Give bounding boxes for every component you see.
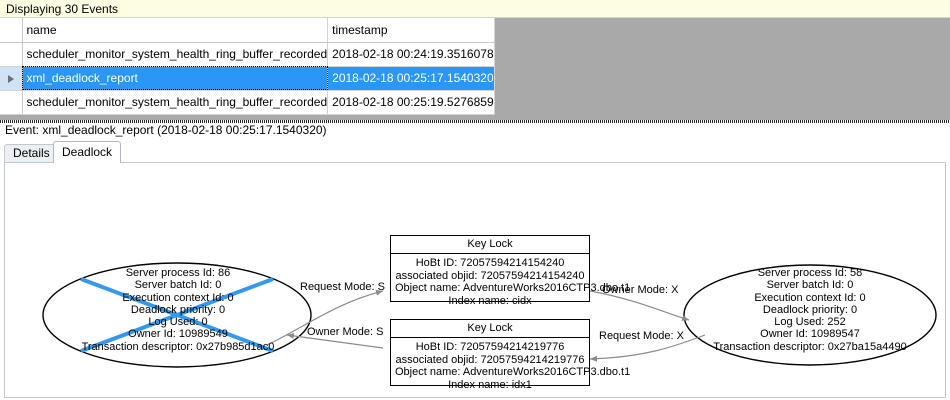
table-row[interactable]: scheduler_monitor_system_health_ring_buf… <box>0 42 495 67</box>
key-lock-top-line-1: associated objid: 72057594214154240 <box>395 269 585 282</box>
key-lock-bottom-body: HoBt ID: 72057594214219776 associated ob… <box>391 338 631 395</box>
events-count-banner: Displaying 30 Events <box>0 0 950 18</box>
tab-details[interactable]: Details <box>4 144 59 163</box>
process-node-right-shape[interactable] <box>683 264 937 366</box>
tab-deadlock[interactable]: Deadlock <box>53 141 122 163</box>
events-count-label: Displaying 30 Events <box>6 1 119 16</box>
key-lock-bottom-line-2: Object name: AdventureWorks2016CTP3.dbo.… <box>395 366 631 379</box>
column-header-name[interactable]: name <box>22 18 329 43</box>
table-header-row: name timestamp <box>0 18 495 43</box>
key-lock-bottom-line-0: HoBt ID: 72057594214219776 <box>415 341 565 353</box>
event-caption: Event: xml_deadlock_report (2018-02-18 0… <box>5 123 327 137</box>
key-lock-top-body: HoBt ID: 72057594214154240 associated ob… <box>391 254 631 311</box>
edge-label-right-request-bottom: Request Mode: X <box>599 330 684 342</box>
key-lock-top-line-2: Object name: AdventureWorks2016CTP3.dbo.… <box>395 282 631 295</box>
cell-name[interactable]: xml_deadlock_report <box>22 66 329 91</box>
row-arrow-icon <box>7 74 14 83</box>
column-header-timestamp[interactable]: timestamp <box>327 18 495 43</box>
row-selector-cell[interactable] <box>0 90 23 115</box>
key-lock-top-title: Key Lock <box>391 236 589 254</box>
edge-label-top-owner-right: Owner Mode: X <box>602 284 679 296</box>
deadlock-graph-canvas: Server process Id: 86 Server batch Id: 0… <box>5 163 945 397</box>
key-lock-bottom-title: Key Lock <box>391 320 589 338</box>
cell-name[interactable]: scheduler_monitor_system_health_ring_buf… <box>22 42 329 67</box>
edge-label-left-request-top: Request Mode: S <box>300 281 385 293</box>
deadlock-graph-panel[interactable]: Server process Id: 86 Server batch Id: 0… <box>4 162 946 398</box>
events-table: name timestamp scheduler_monitor_system_… <box>0 18 495 115</box>
edge-label-bottom-owner-left: Owner Mode: S <box>307 326 384 338</box>
edge-right-request-bottom-line <box>589 334 706 362</box>
cell-timestamp[interactable]: 2018-02-18 00:24:19.3516078 <box>327 42 495 67</box>
column-header-selector <box>0 18 23 43</box>
edge-left-request-top-line <box>266 289 384 346</box>
deadlock-graph-svg <box>42 262 937 368</box>
cell-timestamp[interactable]: 2018-02-18 00:25:19.5276859 <box>327 90 495 115</box>
edge-top-owner-right-line <box>589 290 690 321</box>
resource-node-key-lock-bottom[interactable]: Key Lock HoBt ID: 72057594214219776 asso… <box>390 319 630 391</box>
key-lock-bottom-line-1: associated objid: 72057594214219776 <box>395 353 585 366</box>
row-selector-cell[interactable] <box>0 42 23 67</box>
table-row[interactable]: scheduler_monitor_system_health_ring_buf… <box>0 90 495 115</box>
edge-bottom-owner-left-line <box>286 333 384 349</box>
cell-timestamp[interactable]: 2018-02-18 00:25:17.1540320 <box>327 66 495 91</box>
tab-strip: Details Deadlock <box>4 141 946 163</box>
victim-cross-stroke-2 <box>80 277 274 353</box>
key-lock-bottom-line-3: Index name: idx1 <box>448 378 532 391</box>
resource-node-key-lock-top[interactable]: Key Lock HoBt ID: 72057594214154240 asso… <box>390 235 630 307</box>
table-row-selected[interactable]: xml_deadlock_report 2018-02-18 00:25:17.… <box>0 66 495 91</box>
key-lock-top-line-3: Index name: cidx <box>448 294 532 307</box>
row-selector-cell[interactable] <box>0 66 23 91</box>
events-grid[interactable]: name timestamp scheduler_monitor_system_… <box>0 18 950 120</box>
key-lock-top-line-0: HoBt ID: 72057594214154240 <box>415 257 565 269</box>
horizontal-splitter[interactable] <box>0 120 950 123</box>
cell-name[interactable]: scheduler_monitor_system_health_ring_buf… <box>22 90 329 115</box>
